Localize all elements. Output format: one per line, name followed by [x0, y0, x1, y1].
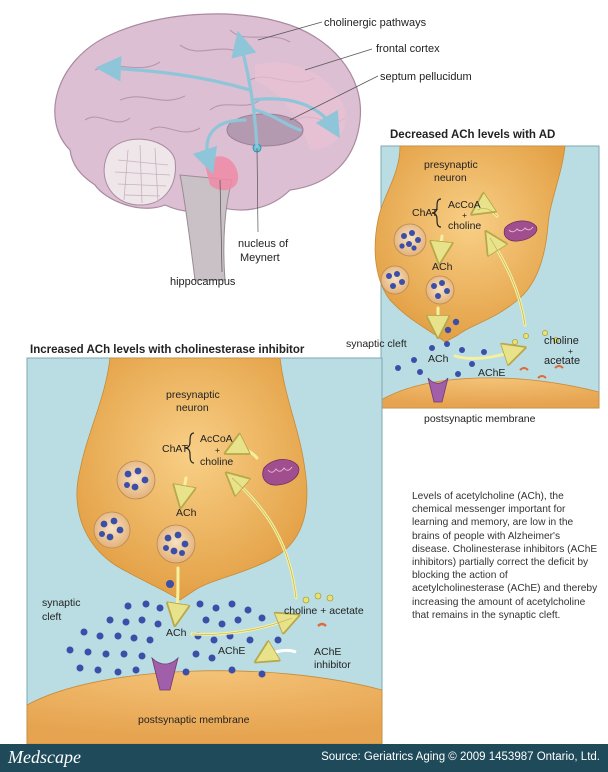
inh-ach-vesicle: ACh — [176, 507, 197, 519]
label-septum-pellucidum: septum pellucidum — [380, 71, 472, 83]
ad-presynaptic-1: presynaptic — [424, 159, 478, 171]
description-text: Levels of acetylcholine (ACh), the chemi… — [412, 491, 598, 621]
ad-synaptic-cleft: synaptic cleft — [346, 338, 407, 350]
ad-product-plus: + — [568, 346, 573, 356]
panel-inhibitor-title: Increased ACh levels with cholinesterase… — [30, 344, 305, 356]
panel-ad — [374, 145, 600, 409]
inh-ach-cleft: ACh — [166, 627, 187, 639]
label-cholinergic-pathways: cholinergic pathways — [324, 17, 427, 29]
inh-presynaptic-1: presynaptic — [166, 389, 220, 401]
ad-choline-product: choline — [544, 335, 579, 347]
inh-inhibitor-1: AChE — [314, 646, 341, 658]
inh-choline: choline — [200, 456, 233, 468]
ad-acetate-product: acetate — [544, 355, 580, 367]
panel-inhibitor — [26, 357, 383, 745]
inh-acetyl-coa: AcCoA — [200, 433, 233, 445]
ad-postsynaptic: postsynaptic membrane — [424, 413, 536, 425]
inh-chat: ChAT — [162, 443, 189, 455]
ad-ache: AChE — [478, 367, 505, 379]
brain-illustration — [54, 13, 379, 281]
ad-choline: choline — [448, 220, 481, 232]
source-credit: Source: Geriatrics Aging © 2009 1453987 … — [321, 751, 600, 763]
label-frontal-cortex: frontal cortex — [376, 43, 440, 55]
label-nucleus-of-meynert-2: Meynert — [240, 252, 280, 264]
inh-products: choline + acetate — [284, 605, 364, 617]
ad-chat: ChAT — [412, 207, 439, 219]
ad-ach-cleft: ACh — [428, 353, 449, 365]
ad-presynaptic-2: neuron — [434, 172, 467, 184]
footer-bar: Medscape Source: Geriatrics Aging © 2009… — [0, 744, 608, 772]
inh-inhibitor-2: inhibitor — [314, 659, 351, 671]
inh-presynaptic-2: neuron — [176, 402, 209, 414]
medscape-logo: Medscape — [8, 747, 81, 767]
panel-ad-title: Decreased ACh levels with AD — [390, 129, 555, 141]
inh-ache: AChE — [218, 645, 245, 657]
ad-acetyl-coa: AcCoA — [448, 199, 481, 211]
ad-ach-vesicle: ACh — [432, 261, 453, 273]
ad-plus: + — [462, 210, 467, 220]
inh-postsynaptic: postsynaptic membrane — [138, 714, 250, 726]
label-nucleus-of-meynert-1: nucleus of — [238, 238, 289, 250]
inh-plus: + — [215, 445, 220, 455]
inh-synaptic-1: synaptic — [42, 597, 81, 609]
label-hippocampus: hippocampus — [170, 276, 236, 288]
inh-synaptic-2: cleft — [42, 611, 61, 623]
